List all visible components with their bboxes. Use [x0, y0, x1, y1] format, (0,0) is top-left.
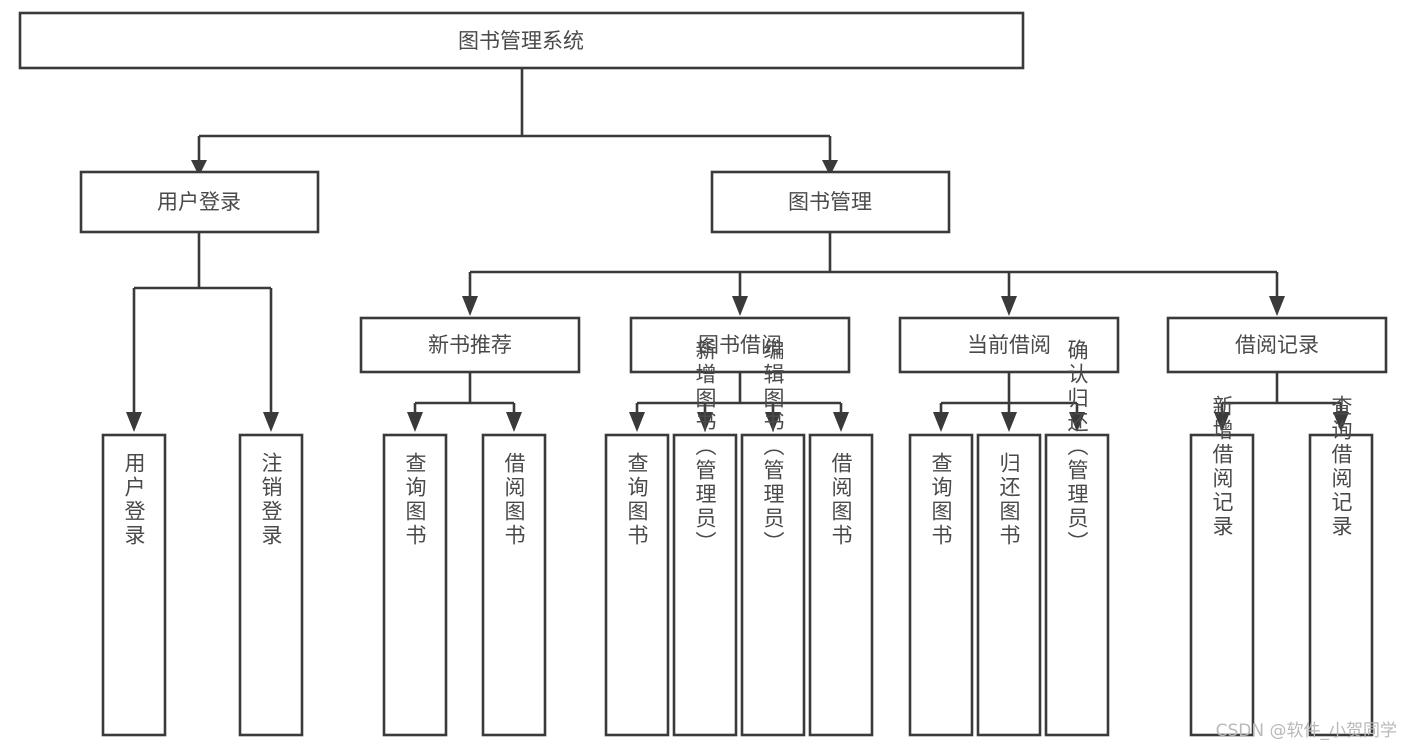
- connector-currentborrow-to-leaves: [939, 372, 1079, 416]
- connector-borrowrecord-to-leaves: [1220, 372, 1343, 416]
- connector-newrecommend-to-leaves: [413, 372, 516, 416]
- leaf-box[interactable]: [101, 433, 167, 737]
- leaf-label: 查询图书: [403, 452, 427, 548]
- arrow-borrowrecord-leaf-1: [1214, 412, 1230, 432]
- borrow-record-label: 借阅记录: [1235, 333, 1319, 357]
- arrow-bookmgmt-to-book-borrow: [732, 296, 748, 316]
- user-login-label: 用户登录: [157, 190, 241, 214]
- current-borrow-label: 当前借阅: [967, 333, 1051, 357]
- leaf-book-borrow-borrow-book[interactable]: 借阅图书: [808, 433, 874, 737]
- node-new-book-recommend[interactable]: 新书推荐: [359, 316, 581, 374]
- leaf-label: 查询图书: [929, 452, 953, 548]
- leaf-label: 注销登录: [259, 452, 283, 548]
- leaf-box[interactable]: [740, 433, 806, 737]
- leaf-label: 用户登录: [122, 452, 146, 548]
- leaf-label: 确认归还（管理员）: [1065, 339, 1089, 555]
- leaf-label: 编辑图书（管理员）: [761, 339, 785, 555]
- leaf-box[interactable]: [672, 433, 738, 737]
- arrow-userlogin-leaf-1: [126, 412, 142, 432]
- arrow-newrecommend-leaf-1: [407, 412, 423, 432]
- arrow-bookborrow-leaf-3: [765, 412, 781, 432]
- arrow-currentborrow-leaf-1: [933, 412, 949, 432]
- root-label: 图书管理系统: [458, 29, 584, 53]
- node-user-login[interactable]: 用户登录: [79, 170, 320, 234]
- leaf-box[interactable]: [976, 433, 1042, 737]
- node-root-library-system[interactable]: 图书管理系统: [18, 11, 1025, 70]
- book-management-box[interactable]: [710, 170, 951, 234]
- book-management-label: 图书管理: [788, 190, 872, 214]
- connector-bookmgmt-to-level3: [468, 232, 1279, 300]
- book-borrow-label: 图书借阅: [698, 333, 782, 357]
- leaf-box[interactable]: [908, 433, 974, 737]
- leaf-borrow-record-query-record[interactable]: 查询借阅记录: [1308, 395, 1374, 737]
- arrow-root-to-user-login: [191, 160, 207, 176]
- leaf-book-borrow-edit-book-admin[interactable]: 编辑图书（管理员）: [740, 339, 806, 737]
- node-borrow-record[interactable]: 借阅记录: [1166, 316, 1388, 374]
- arrow-borrowrecord-leaf-2: [1333, 412, 1349, 432]
- leaf-user-login-login[interactable]: 用户登录: [101, 433, 167, 737]
- leaf-book-borrow-add-book-admin[interactable]: 新增图书（管理员）: [672, 339, 738, 737]
- leaf-label: 归还图书: [997, 452, 1021, 548]
- leaf-new-recommend-query-book[interactable]: 查询图书: [382, 433, 448, 737]
- leaf-current-borrow-confirm-return-admin[interactable]: 确认归还（管理员）: [1044, 339, 1110, 737]
- leaf-box[interactable]: [382, 433, 448, 737]
- leaf-current-borrow-return-book[interactable]: 归还图书: [976, 433, 1042, 737]
- arrow-newrecommend-leaf-2: [506, 412, 522, 432]
- leaf-box[interactable]: [238, 433, 304, 737]
- leaf-borrow-record-add-record[interactable]: 新增借阅记录: [1189, 395, 1255, 737]
- user-login-box[interactable]: [79, 170, 320, 234]
- root-box[interactable]: [18, 11, 1025, 70]
- leaf-label: 借阅图书: [502, 452, 526, 548]
- leaf-book-borrow-query-book[interactable]: 查询图书: [604, 433, 670, 737]
- arrow-currentborrow-leaf-3: [1069, 412, 1085, 432]
- arrow-bookborrow-leaf-4: [833, 412, 849, 432]
- arrow-bookmgmt-to-current-borrow: [1001, 296, 1017, 316]
- leaf-current-borrow-query-book[interactable]: 查询图书: [908, 433, 974, 737]
- leaf-box[interactable]: [481, 433, 547, 737]
- arrow-bookborrow-leaf-1: [629, 412, 645, 432]
- arrow-currentborrow-leaf-2: [1001, 412, 1017, 432]
- node-current-borrow[interactable]: 当前借阅: [898, 316, 1120, 374]
- new-book-recommend-label: 新书推荐: [428, 333, 512, 357]
- arrow-userlogin-leaf-2: [263, 412, 279, 432]
- arrow-bookmgmt-to-new-recommend: [462, 296, 478, 316]
- node-book-borrow[interactable]: 图书借阅: [629, 316, 851, 374]
- connector-root-to-level2: [197, 68, 832, 163]
- arrow-root-to-book-mgmt: [822, 160, 838, 176]
- new-book-recommend-box[interactable]: [359, 316, 581, 374]
- leaf-box[interactable]: [604, 433, 670, 737]
- arrow-bookborrow-leaf-2: [697, 412, 713, 432]
- leaf-box[interactable]: [808, 433, 874, 737]
- leaf-box[interactable]: [1189, 433, 1255, 737]
- arrow-bookmgmt-to-borrow-record: [1269, 296, 1285, 316]
- leaf-label: 新增借阅记录: [1210, 395, 1234, 539]
- leaf-box[interactable]: [1308, 433, 1374, 737]
- leaf-label: 查询借阅记录: [1329, 395, 1353, 539]
- leaf-label: 查询图书: [625, 452, 649, 548]
- connector-bookborrow-to-leaves: [635, 372, 843, 416]
- leaf-new-recommend-borrow-book[interactable]: 借阅图书: [481, 433, 547, 737]
- leaf-label: 借阅图书: [829, 452, 853, 548]
- borrow-record-box[interactable]: [1166, 316, 1388, 374]
- current-borrow-box[interactable]: [898, 316, 1120, 374]
- connector-userlogin-to-leaves: [132, 232, 273, 416]
- leaf-user-login-logout[interactable]: 注销登录: [238, 433, 304, 737]
- book-borrow-box[interactable]: [629, 316, 851, 374]
- connector-layer: [126, 68, 1349, 432]
- leaf-box[interactable]: [1044, 433, 1110, 737]
- node-book-management[interactable]: 图书管理: [710, 170, 951, 234]
- leaf-label: 新增图书（管理员）: [693, 339, 717, 555]
